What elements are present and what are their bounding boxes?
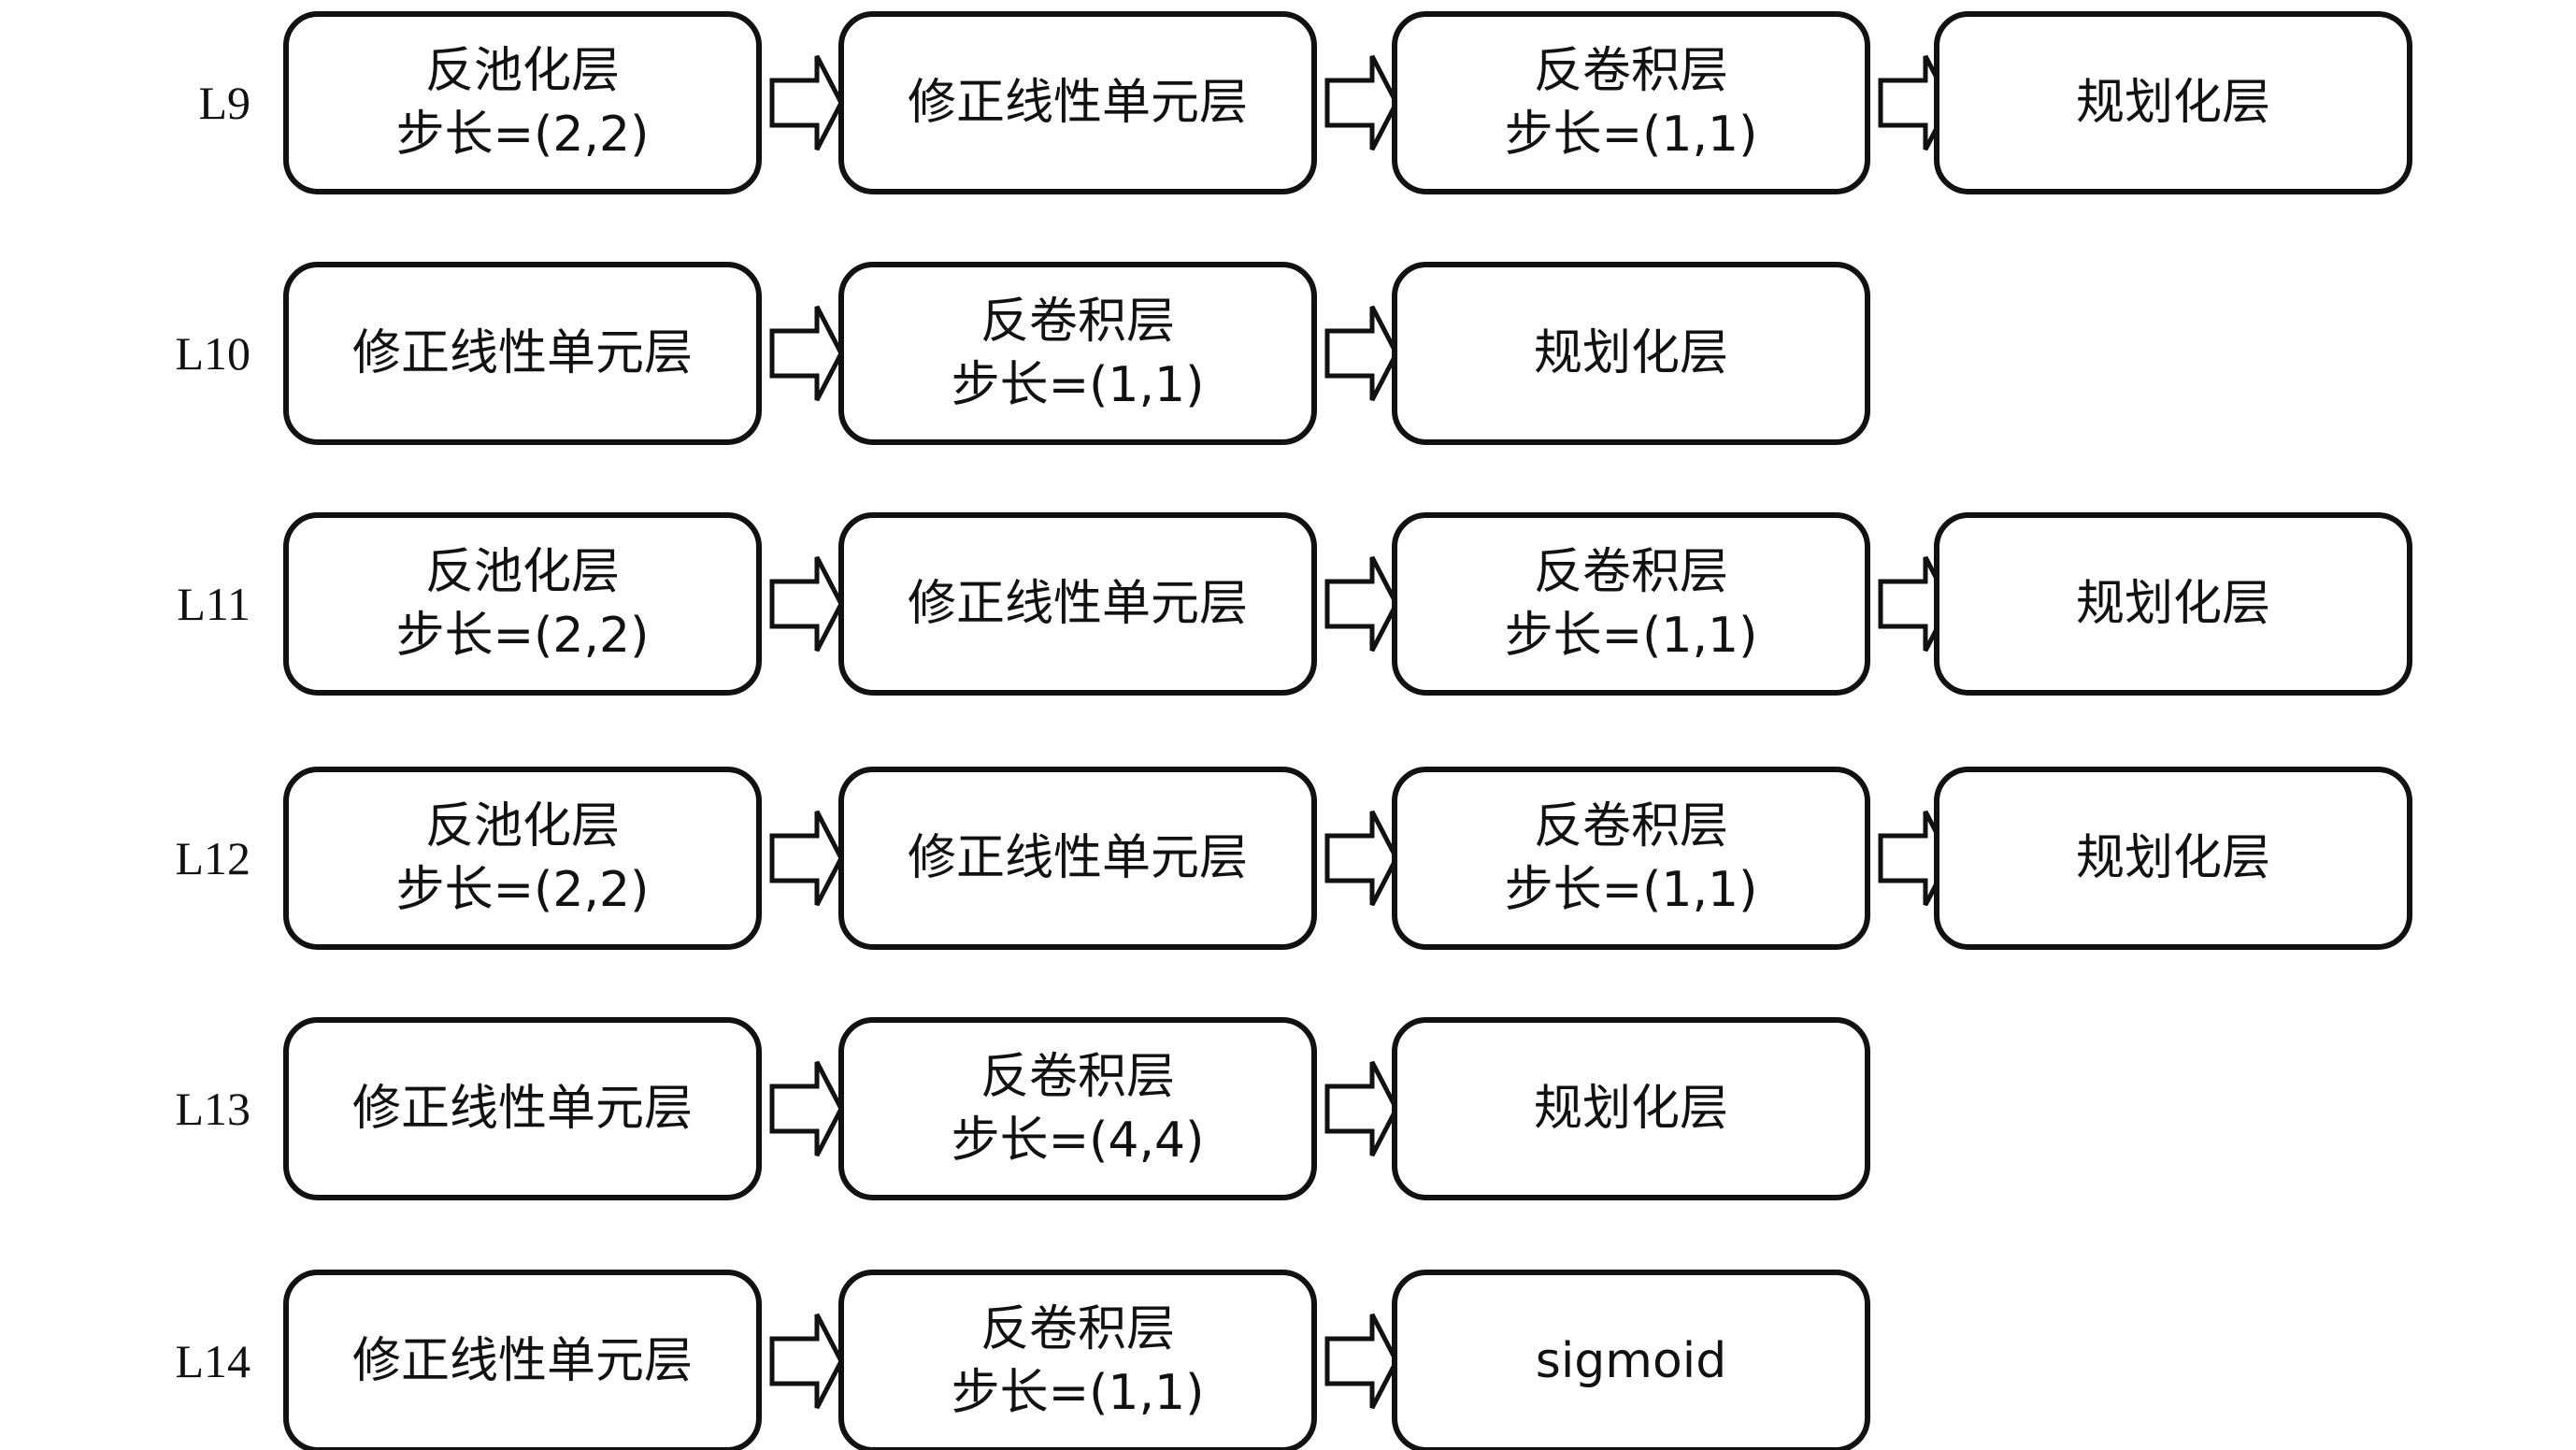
- arrow-right-icon: [769, 1060, 844, 1157]
- layer-box-outline: [838, 262, 1317, 445]
- layer-box: sigmoid: [1392, 1270, 1870, 1450]
- layer-box: 规划化层: [1934, 512, 2412, 696]
- row-label: L10: [175, 327, 250, 380]
- layer-box-text: 规划化层: [1534, 325, 1728, 381]
- layer-box-text: 反池化层: [425, 43, 620, 99]
- layer-box: 规划化层: [1392, 262, 1870, 445]
- layer-box-text: 步长=(1,1): [952, 357, 1205, 413]
- layer-box-outline: [838, 767, 1317, 950]
- arrow-right-icon: [1324, 305, 1399, 402]
- arrow-right-icon: [1324, 1313, 1399, 1410]
- layer-box: 修正线性单元层: [283, 262, 762, 445]
- layer-box-text: 反池化层: [425, 798, 620, 854]
- layer-box: 规划化层: [1392, 1017, 1870, 1200]
- arrow-right-icon: [769, 1313, 844, 1410]
- layer-box-text: 反卷积层: [980, 1049, 1175, 1105]
- layer-box-outline: [1392, 767, 1870, 950]
- arrow-right-icon: [769, 54, 844, 151]
- layer-box-text: 步长=(4,4): [952, 1113, 1205, 1169]
- layer-box-text: 修正线性单元层: [352, 325, 693, 381]
- layer-box-text: 规划化层: [1534, 1081, 1728, 1137]
- layer-box-text: 反卷积层: [1534, 798, 1728, 854]
- layer-box-text: 修正线性单元层: [908, 75, 1248, 131]
- layer-box-text: 步长=(2,2): [396, 608, 650, 664]
- arrow-right-icon: [1324, 810, 1399, 907]
- row-label: L11: [177, 578, 250, 630]
- layer-box-outline: [283, 1017, 762, 1200]
- layer-box-text: 步长=(2,2): [396, 107, 650, 163]
- row-label: L14: [175, 1335, 250, 1387]
- layer-box-outline: [1934, 767, 2412, 950]
- layer-box: 修正线性单元层: [283, 1017, 762, 1200]
- layer-box-outline: [1934, 11, 2412, 194]
- layer-box-outline: [283, 767, 762, 950]
- layer-box-outline: [1934, 512, 2412, 696]
- row-label: L9: [198, 77, 250, 129]
- layer-box-text: 步长=(1,1): [1505, 862, 1758, 918]
- layer-box-text: 修正线性单元层: [352, 1081, 693, 1137]
- layer-box: 修正线性单元层: [838, 512, 1317, 696]
- layer-box-outline: [838, 1017, 1317, 1200]
- layer-box: 规划化层: [1934, 767, 2412, 950]
- layer-box-outline: [283, 262, 762, 445]
- layer-box-outline: [1392, 1270, 1870, 1450]
- layer-box: 修正线性单元层: [283, 1270, 762, 1450]
- layer-box-outline: [1392, 1017, 1870, 1200]
- layer-box-text: 步长=(1,1): [1505, 608, 1758, 664]
- layer-box-outline: [838, 512, 1317, 696]
- layer-box-outline: [283, 1270, 762, 1450]
- layer-box-outline: [1392, 262, 1870, 445]
- arrow-right-icon: [769, 810, 844, 907]
- arrow-right-icon: [769, 305, 844, 402]
- layer-box-text: 规划化层: [2076, 830, 2270, 886]
- layer-box: 规划化层: [1934, 11, 2412, 194]
- layer-box-text: 反卷积层: [980, 1301, 1175, 1357]
- layer-box: 修正线性单元层: [838, 11, 1317, 194]
- layer-box-text: 修正线性单元层: [908, 830, 1248, 886]
- layer-box-text: 反卷积层: [980, 294, 1175, 350]
- layer-box-outline: [1392, 11, 1870, 194]
- layer-box: 修正线性单元层: [838, 767, 1317, 950]
- layer-box-text: 反卷积层: [1534, 544, 1728, 600]
- arrow-right-icon: [1324, 54, 1399, 151]
- layer-box-text: 反池化层: [425, 544, 620, 600]
- layer-box-text: 规划化层: [2076, 75, 2270, 131]
- arrow-right-icon: [1324, 1060, 1399, 1157]
- arrow-right-icon: [769, 555, 844, 653]
- layer-box-text: 步长=(2,2): [396, 862, 650, 918]
- layer-box-text: 规划化层: [2076, 576, 2270, 632]
- layer-box-text: sigmoid: [1536, 1333, 1726, 1389]
- row-label: L13: [175, 1083, 250, 1135]
- row-label: L12: [175, 832, 250, 884]
- layer-box-text: 修正线性单元层: [352, 1333, 693, 1389]
- arrow-right-icon: [1324, 555, 1399, 653]
- layer-box-outline: [838, 11, 1317, 194]
- layer-box-outline: [1392, 512, 1870, 696]
- layer-box-text: 反卷积层: [1534, 43, 1728, 99]
- layer-box-outline: [283, 11, 762, 194]
- layer-box-text: 步长=(1,1): [952, 1365, 1205, 1421]
- layer-box-outline: [838, 1270, 1317, 1450]
- layer-box-text: 修正线性单元层: [908, 576, 1248, 632]
- layer-box-outline: [283, 512, 762, 696]
- layer-box-text: 步长=(1,1): [1505, 107, 1758, 163]
